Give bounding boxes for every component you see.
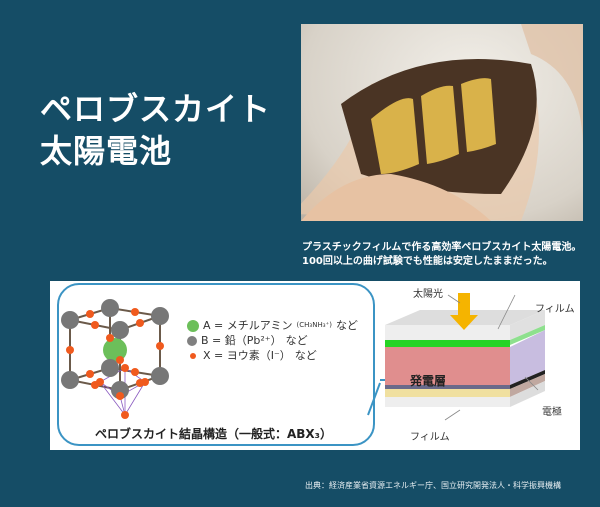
- sunlight-arrow-icon: [450, 293, 478, 330]
- legend-item-b: B = 鉛（Pb²⁺）など: [187, 333, 358, 348]
- green-atom-icon: [187, 319, 199, 332]
- crystal-structure-caption: ペロブスカイト結晶構造（一般式：ABX₃）: [95, 427, 332, 441]
- label-film-bottom: フィルム: [410, 432, 450, 443]
- legend-item-a: A = メチルアミン(CH₃NH₃⁺) など: [187, 318, 358, 333]
- source-credit: 出典：経済産業省資源エネルギー庁、国立研究開発法人・科学振興機構: [305, 481, 561, 490]
- crystal-structure-illustration: [61, 299, 169, 419]
- label-film-top: フィルム: [535, 304, 575, 315]
- photo-caption: プラスチックフィルムで作る高効率ペロブスカイト太陽電池。 100回以上の曲げ試験…: [302, 242, 582, 267]
- crystal-structure-callout: [57, 283, 375, 446]
- gray-atom-icon: [187, 335, 197, 346]
- orange-atom-icon: [190, 352, 196, 359]
- label-sunlight: 太陽光: [413, 289, 443, 300]
- solar-cell-layer-diagram: [367, 293, 545, 421]
- flexible-solar-cell-photo: [301, 24, 583, 221]
- page-title: ペロブスカイト 太陽電池: [40, 90, 272, 170]
- legend-item-x: X = ヨウ素（I⁻）など: [187, 348, 358, 363]
- label-generation-layer: 発電層: [410, 374, 447, 388]
- label-electrode: 電極: [542, 407, 562, 418]
- crystal-legend: A = メチルアミン(CH₃NH₃⁺) など B = 鉛（Pb²⁺）など X =…: [187, 318, 358, 363]
